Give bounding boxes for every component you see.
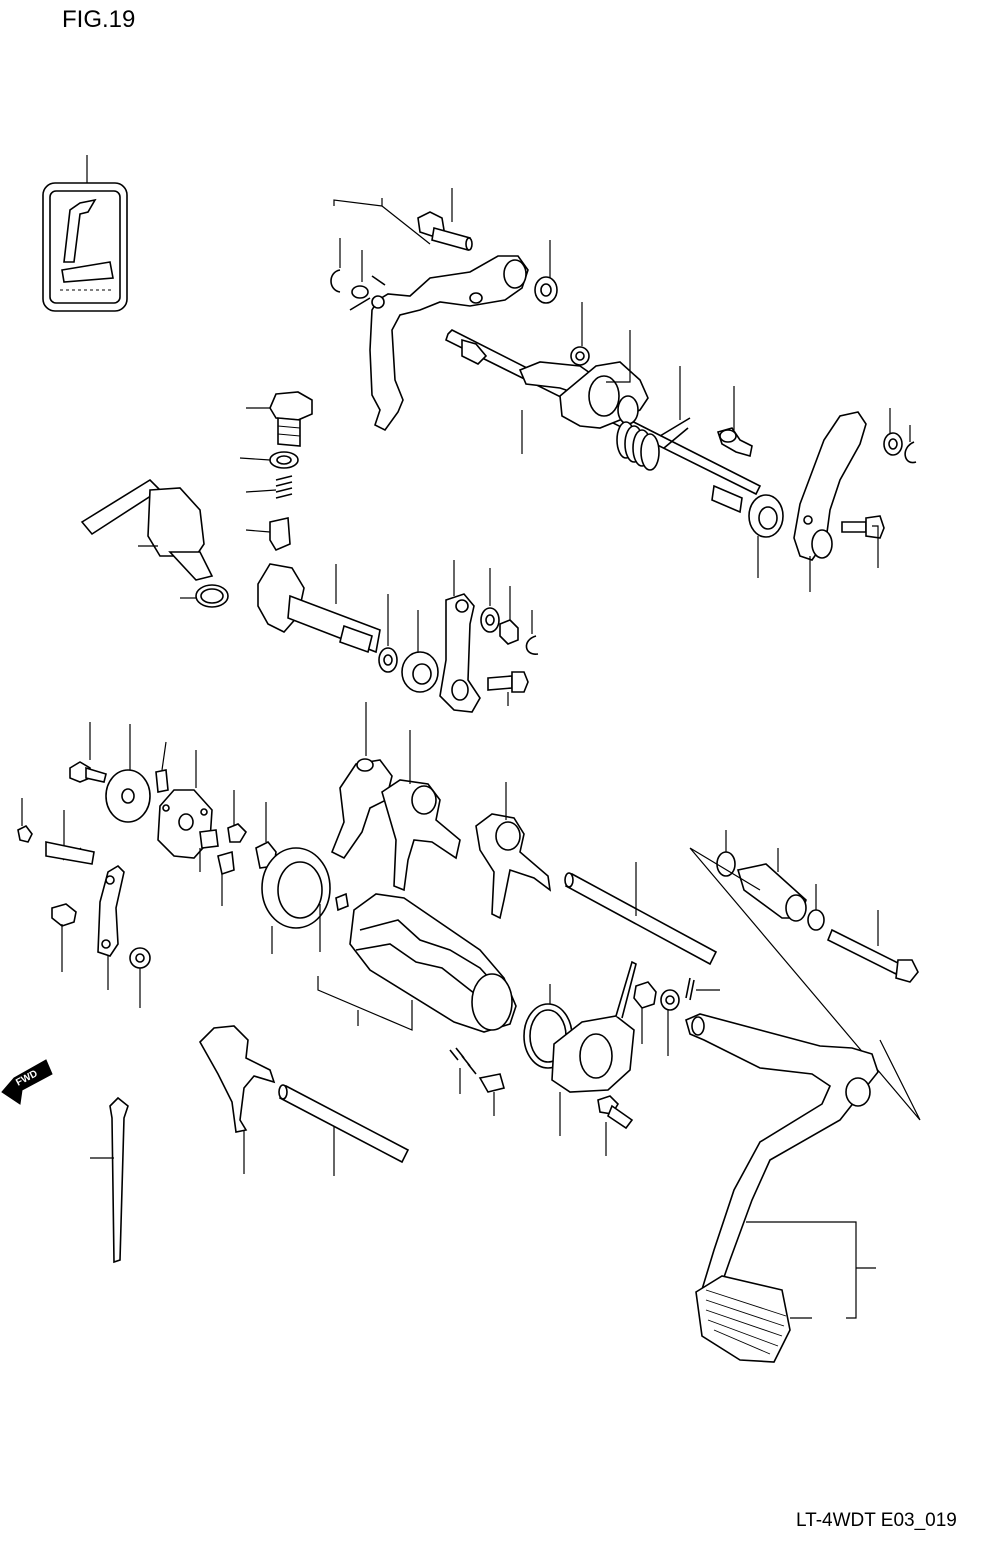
part-39-oil-seal-upper bbox=[748, 494, 784, 538]
part-22-pin bbox=[199, 829, 219, 849]
part-41-bush bbox=[736, 863, 807, 922]
part-8-pin bbox=[335, 892, 349, 912]
part-6-fork-shaft bbox=[278, 1084, 410, 1164]
part-50-washer-right bbox=[883, 432, 903, 456]
part-52-position-switch bbox=[80, 478, 214, 581]
figure-code: LT-4WDT E03_019 bbox=[796, 1510, 957, 1531]
figure-title: FIG.19 bbox=[62, 6, 135, 33]
part-35-bolt bbox=[716, 427, 753, 458]
part-7-gearshift-cam bbox=[349, 893, 517, 1033]
part-51-clip-middle bbox=[525, 635, 539, 655]
part-50-washer-middle bbox=[480, 607, 500, 633]
part-48-bolt-middle bbox=[487, 671, 529, 693]
part-9-stopper-plate bbox=[105, 769, 151, 823]
part-23-gearshift-cam-shaft bbox=[257, 563, 381, 654]
part-51-clip-right bbox=[904, 441, 917, 464]
part-3-shift-fork bbox=[330, 758, 393, 860]
part-58-spring bbox=[449, 1047, 477, 1075]
part-39-oil-seal-middle bbox=[401, 651, 439, 693]
part-48-bolt-right bbox=[841, 515, 885, 539]
part-21-bolt bbox=[69, 761, 107, 783]
leader-lines bbox=[21, 155, 911, 1319]
part-49-nut-lower bbox=[633, 981, 657, 1009]
part-16-bolt bbox=[51, 903, 77, 927]
part-38-washer bbox=[534, 276, 558, 304]
part-42-gearshift-pedal bbox=[685, 1013, 879, 1301]
part-18-spring bbox=[45, 841, 95, 865]
part-10-pin bbox=[155, 769, 169, 793]
part-36-washer bbox=[570, 346, 590, 366]
part-53-o-ring bbox=[195, 584, 229, 608]
part-44-cotter-pin bbox=[685, 977, 695, 1001]
part-60-label-plate bbox=[42, 182, 128, 312]
part-28-gasket bbox=[269, 451, 299, 469]
part-46-shift-arm bbox=[439, 593, 481, 713]
fwd-arrow-icon: FWD bbox=[1, 1059, 53, 1105]
part-1-shift-fork bbox=[381, 779, 461, 892]
part-54-gear-position-switch bbox=[551, 960, 637, 1093]
part-45-bolt bbox=[826, 928, 919, 983]
part-19-screw bbox=[17, 824, 33, 843]
part-57-pin bbox=[478, 1073, 505, 1093]
part-11-bearing bbox=[261, 847, 331, 929]
part-2-shift-fork bbox=[475, 813, 552, 920]
part-49-nut-middle bbox=[499, 619, 519, 645]
part-17-washer bbox=[129, 947, 151, 969]
part-14-bolt bbox=[227, 823, 248, 843]
part-33-shift-arm bbox=[559, 361, 649, 429]
part-34-spring bbox=[616, 417, 691, 471]
part-32-e-clip bbox=[330, 269, 341, 293]
assembly-guide-lines bbox=[689, 847, 921, 1121]
part-59-cable-tie bbox=[109, 1096, 129, 1264]
part-27-plug-bolt bbox=[269, 391, 313, 447]
part-25-stopper bbox=[269, 517, 291, 552]
part-26-spring bbox=[275, 475, 293, 499]
part-50-washer-lower bbox=[660, 989, 680, 1011]
part-30-shift-lever bbox=[369, 255, 529, 432]
part-47-gearshift-arm bbox=[793, 411, 867, 561]
part-15-stopper-arm bbox=[97, 864, 125, 957]
part-13-stopper bbox=[217, 850, 235, 876]
part-5-shift-fork bbox=[199, 1025, 276, 1133]
part-40-washer-b bbox=[807, 909, 825, 931]
part-56-bolt bbox=[597, 1095, 634, 1130]
part-40-washer-a bbox=[716, 851, 736, 877]
part-43-pedal-rubber bbox=[695, 1275, 791, 1363]
part-37-bolt bbox=[417, 211, 473, 252]
part-4-fork-shaft bbox=[564, 872, 718, 966]
part-31-spring bbox=[349, 275, 386, 311]
part-24-washer bbox=[378, 647, 398, 673]
